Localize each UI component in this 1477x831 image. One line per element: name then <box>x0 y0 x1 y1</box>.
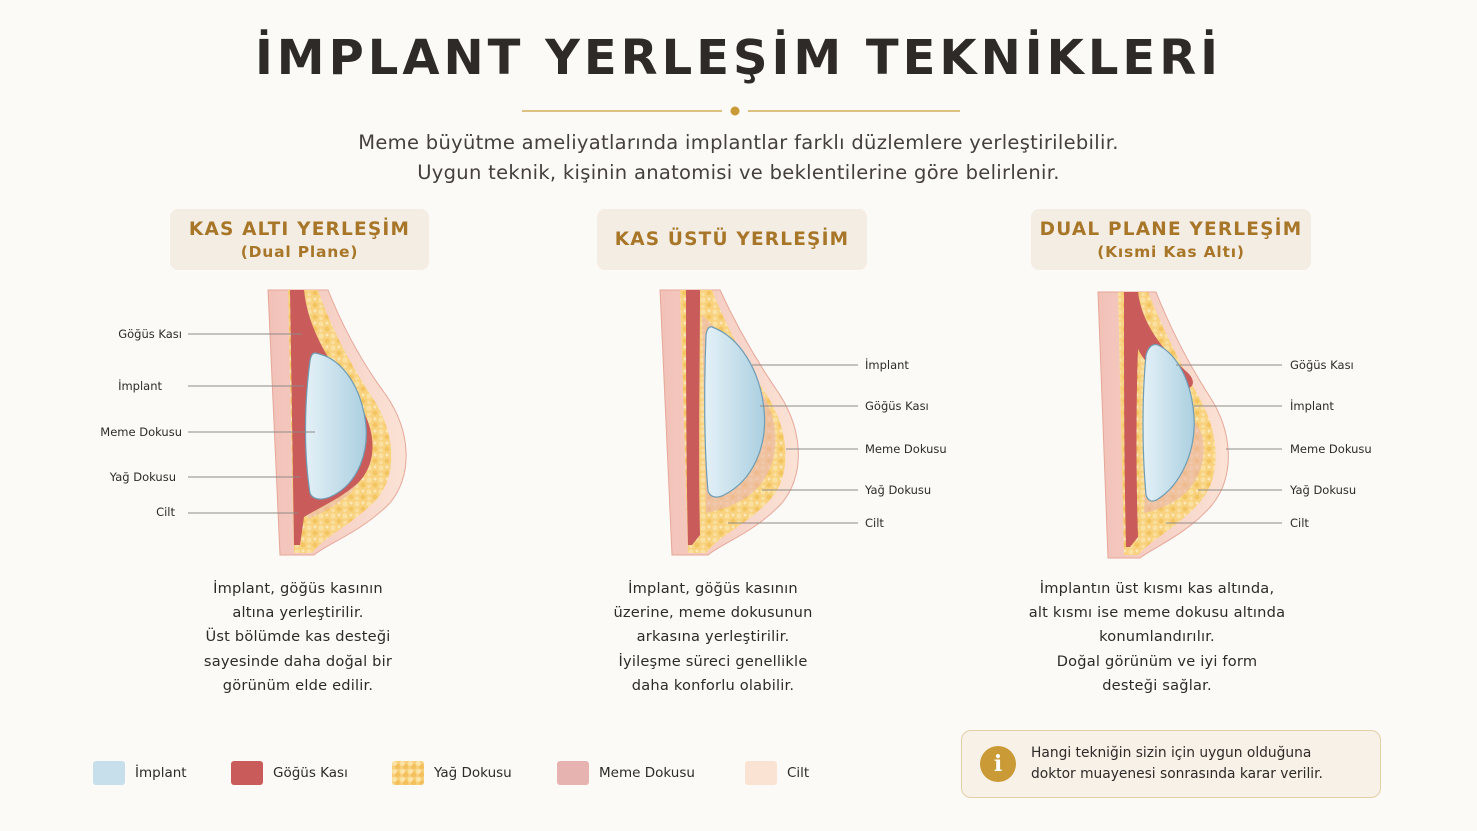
legend-item-fat: Yağ Dokusu <box>392 760 512 786</box>
label-implant: İmplant <box>865 357 909 372</box>
technique-2-title: KAS ÜSTÜ YERLEŞİM <box>614 229 850 250</box>
implant-shape <box>1142 343 1195 502</box>
technique-1-heading: KAS ALTI YERLEŞİM (Dual Plane) <box>170 209 429 270</box>
description-line: konumlandırılır. <box>1099 628 1215 646</box>
implant-shape <box>704 326 766 498</box>
info-icon: i <box>980 746 1016 782</box>
legend-label: İmplant <box>135 765 187 781</box>
fat-swatch <box>392 761 424 785</box>
label-skin: Cilt <box>156 505 175 519</box>
intro-line-1: Meme büyütme ameliyatlarında implantlar … <box>358 131 1119 154</box>
legend-item-implant: İmplant <box>93 760 187 786</box>
description-line: altına yerleştirilir. <box>232 604 364 622</box>
pectoral-muscle <box>686 290 700 545</box>
label-muscle: Göğüs Kası <box>1290 358 1354 372</box>
diagram-dual-plane: Göğüs Kası İmplant Meme Dokusu Yağ Dokus… <box>1097 291 1372 559</box>
muscle-swatch <box>231 761 263 785</box>
legend-label: Meme Dokusu <box>599 765 695 781</box>
description-line: üzerine, meme dokusunun <box>613 604 813 622</box>
description-line: arkasına yerleştirilir. <box>636 628 790 646</box>
breast-tissue-swatch <box>557 761 589 785</box>
technique-3-description: İmplantın üst kısmı kas altında, alt kıs… <box>992 577 1322 698</box>
label-fat: Yağ Dokusu <box>109 470 176 484</box>
label-implant: İmplant <box>118 378 162 393</box>
description-line: sayesinde daha doğal bir <box>203 652 393 670</box>
legend-label: Göğüs Kası <box>273 765 348 781</box>
implant-shape <box>304 352 367 500</box>
legend-item-breast-tissue: Meme Dokusu <box>557 760 695 786</box>
legend-item-muscle: Göğüs Kası <box>231 760 348 786</box>
description-line: desteği sağlar. <box>1102 676 1212 694</box>
technique-1-description: İmplant, göğüs kasının altına yerleştiri… <box>133 577 463 698</box>
pectoral-muscle <box>1124 292 1193 547</box>
technique-2-heading: KAS ÜSTÜ YERLEŞİM <box>597 209 867 270</box>
label-skin: Cilt <box>865 516 884 530</box>
label-implant: İmplant <box>1290 398 1334 413</box>
intro-text: Meme büyütme ameliyatlarında implantlar … <box>0 128 1477 188</box>
label-breast-tissue: Meme Dokusu <box>100 425 182 439</box>
technique-2-description: İmplant, göğüs kasının üzerine, meme dok… <box>548 577 878 698</box>
diagram-subglandular: İmplant Göğüs Kası Meme Dokusu Yağ Dokus… <box>659 289 947 556</box>
label-muscle: Göğüs Kası <box>118 327 182 341</box>
label-fat: Yağ Dokusu <box>864 483 931 497</box>
label-muscle: Göğüs Kası <box>865 399 929 413</box>
title-divider <box>522 106 960 116</box>
description-line: Üst bölümde kas desteği <box>205 628 391 646</box>
description-line: İmplantın üst kısmı kas altında, <box>1039 580 1275 597</box>
skin-swatch <box>745 761 777 785</box>
implant-swatch <box>93 761 125 785</box>
label-skin: Cilt <box>1290 516 1309 530</box>
technique-1-title: KAS ALTI YERLEŞİM <box>188 218 411 240</box>
info-note-line: doktor muayenesi sonrasında karar verili… <box>1031 766 1323 782</box>
label-breast-tissue: Meme Dokusu <box>865 442 947 456</box>
description-line: görünüm elde edilir. <box>222 676 374 694</box>
description-line: İmplant, göğüs kasının <box>628 580 798 597</box>
label-breast-tissue: Meme Dokusu <box>1290 442 1372 456</box>
info-note-line: Hangi tekniğin sizin için uygun olduğuna <box>1031 745 1312 761</box>
description-line: daha konforlu olabilir. <box>631 676 795 694</box>
legend-label: Yağ Dokusu <box>434 765 512 781</box>
description-line: alt kısmı ise meme dokusu altında <box>1028 604 1286 622</box>
label-fat: Yağ Dokusu <box>1289 483 1356 497</box>
diagram-submuscular: Göğüs Kası İmplant Meme Dokusu Yağ Dokus… <box>100 289 407 556</box>
technique-3-subtitle: (Kısmi Kas Altı) <box>1097 242 1245 261</box>
legend-label: Cilt <box>787 765 810 781</box>
description-line: İyileşme süreci genellikle <box>618 652 808 670</box>
description-line: İmplant, göğüs kasının <box>213 580 383 597</box>
legend-item-skin: Cilt <box>745 760 809 786</box>
technique-1-subtitle: (Dual Plane) <box>240 242 359 261</box>
page-title: İMPLANT YERLEŞİM TEKNİKLERİ <box>254 30 1223 86</box>
technique-3-heading: DUAL PLANE YERLEŞİM (Kısmi Kas Altı) <box>1031 209 1311 270</box>
info-note-text: Hangi tekniğin sizin için uygun olduğuna… <box>1031 743 1323 785</box>
description-line: Doğal görünüm ve iyi form <box>1056 652 1258 670</box>
info-note: i Hangi tekniğin sizin için uygun olduğu… <box>961 730 1381 798</box>
technique-3-title: DUAL PLANE YERLEŞİM <box>1039 218 1303 240</box>
intro-line-2: Uygun teknik, kişinin anatomisi ve bekle… <box>417 161 1060 184</box>
